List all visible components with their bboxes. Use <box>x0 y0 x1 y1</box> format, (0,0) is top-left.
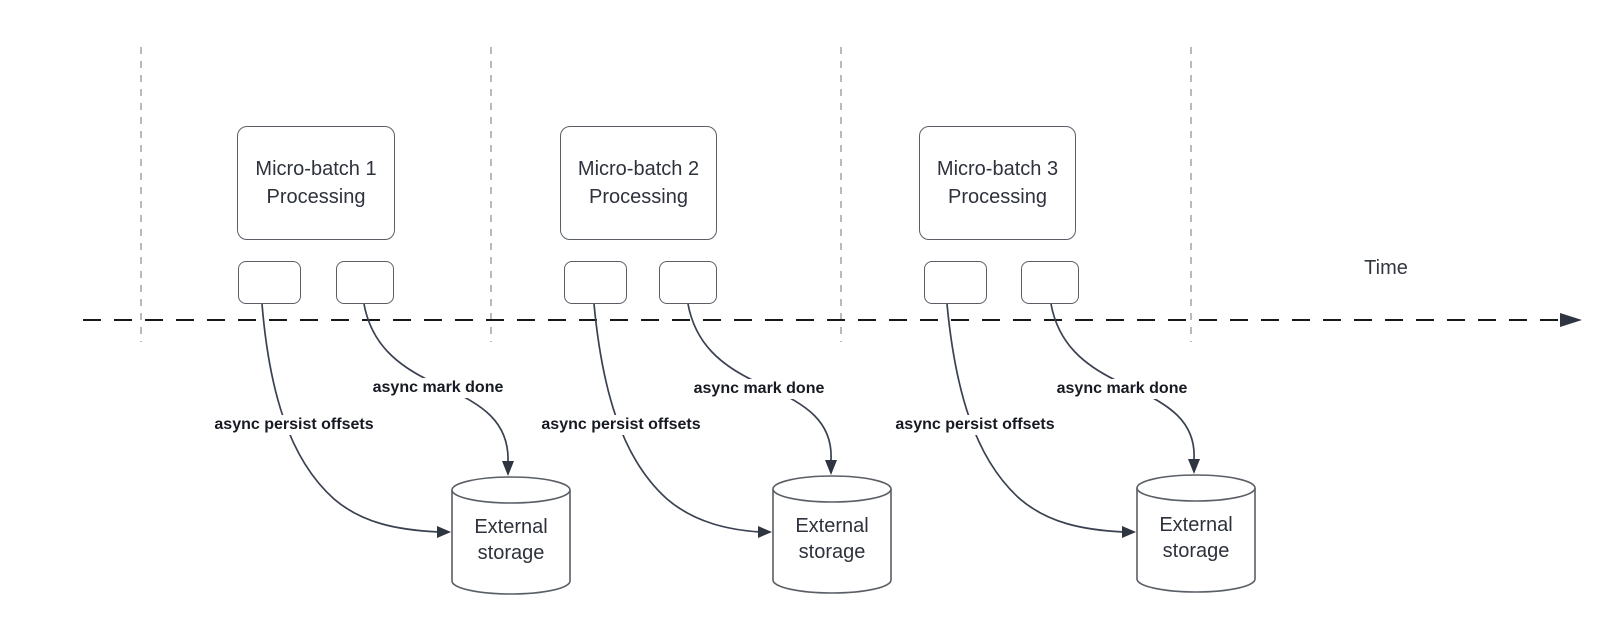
done-arrowhead-1-icon <box>502 461 514 476</box>
storage-label-2-line2: storage <box>798 541 866 563</box>
done-task-box-3 <box>1021 261 1079 304</box>
persist-arrow-2 <box>593 303 761 533</box>
storage-cylinder-3 <box>1136 474 1256 593</box>
done-arrowhead-3-icon <box>1188 459 1200 474</box>
persist-arrowhead-3-icon <box>1122 526 1136 538</box>
micro-batch-box-1: Micro-batch 1 Processing <box>237 126 395 240</box>
mark-done-label-3: async mark done <box>1053 379 1191 399</box>
mark-done-label-2: async mark done <box>690 379 828 399</box>
persist-arrow-3 <box>946 303 1125 533</box>
done-task-box-1 <box>336 261 394 304</box>
done-arrowhead-2-icon <box>825 460 837 475</box>
micro-batch-box-1-line2: Processing <box>266 186 366 208</box>
done-task-box-2 <box>659 261 717 304</box>
persist-task-box-1 <box>238 261 301 304</box>
persist-task-box-3 <box>924 261 987 304</box>
storage-label-1: External storage <box>452 514 570 566</box>
micro-batch-box-3-line1: Micro-batch 3 <box>936 158 1059 180</box>
persist-offsets-label-1: async persist offsets <box>211 415 377 435</box>
micro-batch-box-2: Micro-batch 2 Processing <box>560 126 717 240</box>
storage-cylinder-2 <box>772 475 892 594</box>
storage-cylinder-1 <box>451 476 571 595</box>
storage-label-3-line2: storage <box>1162 540 1230 562</box>
micro-batch-box-2-line2: Processing <box>589 186 688 208</box>
storage-label-2: External storage <box>773 513 891 565</box>
storage-label-3-line1: External <box>1159 514 1233 536</box>
storage-label-2-line1: External <box>795 515 869 537</box>
time-axis-arrowhead-icon <box>1560 313 1582 327</box>
micro-batch-box-3-line2: Processing <box>948 186 1047 208</box>
storage-label-3: External storage <box>1137 512 1255 564</box>
persist-offsets-label-2: async persist offsets <box>538 415 704 435</box>
persist-task-box-2 <box>564 261 627 304</box>
mark-done-label-1: async mark done <box>369 378 507 398</box>
micro-batch-box-2-line1: Micro-batch 2 <box>577 158 700 180</box>
storage-label-1-line2: storage <box>477 542 545 564</box>
persist-arrowhead-2-icon <box>758 526 772 538</box>
micro-batch-box-3: Micro-batch 3 Processing <box>919 126 1076 240</box>
persist-offsets-label-3: async persist offsets <box>892 415 1058 435</box>
storage-label-1-line1: External <box>474 516 548 538</box>
time-axis-label: Time <box>1364 257 1408 279</box>
persist-arrow-1 <box>261 303 440 533</box>
persist-arrowhead-1-icon <box>437 526 451 538</box>
micro-batch-box-1-line1: Micro-batch 1 <box>255 158 377 180</box>
